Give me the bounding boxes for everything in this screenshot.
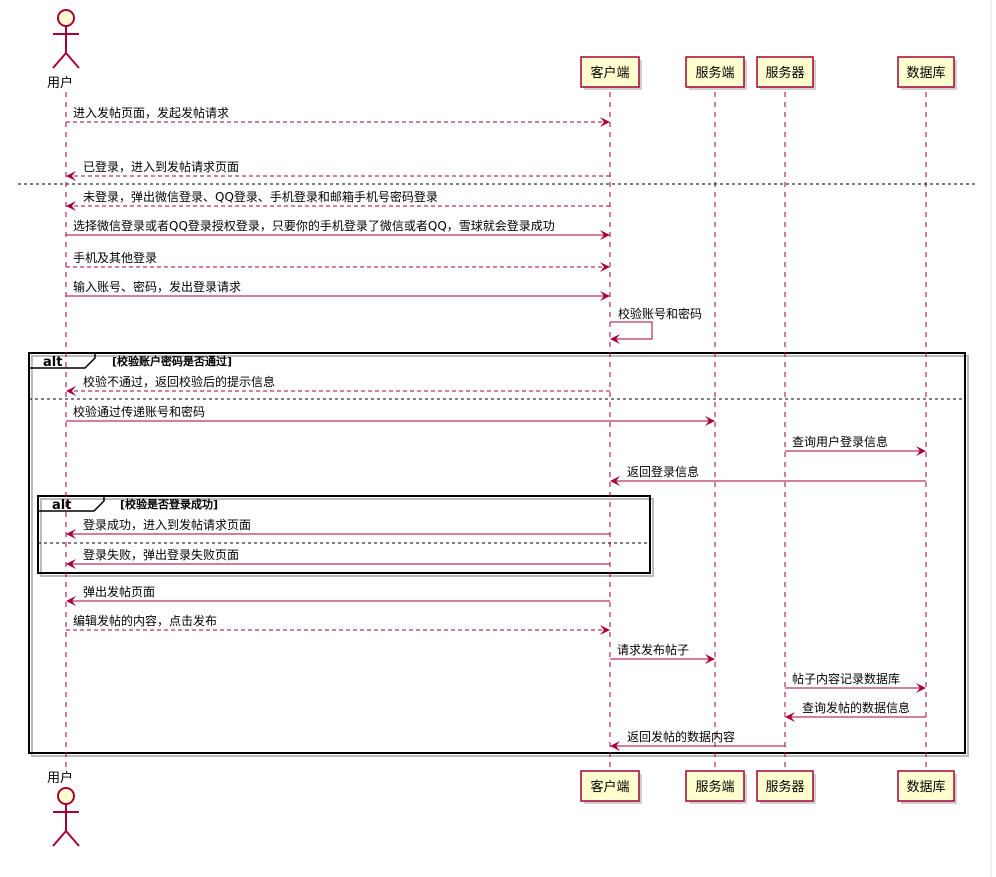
- message-16: 帖子内容记录数据库: [785, 671, 926, 693]
- participant-server-bottom: 服务器: [756, 770, 816, 804]
- alt-frame-0: alt [校验账户密码是否通过]: [28, 352, 969, 757]
- participant-db-top: 数据库: [897, 56, 957, 90]
- actor-label-user: 用户: [47, 770, 73, 786]
- participant-label-client: 客户端: [590, 65, 629, 81]
- message-2: 未登录，弹出微信登录、QQ登录、手机登录和邮箱手机号密码登录: [66, 189, 610, 211]
- participant-label-server: 服务器: [765, 65, 804, 81]
- message-9: 查询用户登录信息: [785, 434, 926, 456]
- participant-label-server: 服务器: [765, 779, 804, 795]
- participant-service-bottom: 服务端: [685, 770, 747, 804]
- message-7: 校验不通过，返回校验后的提示信息: [66, 374, 610, 396]
- message-label: 登录失败，弹出登录失败页面: [83, 547, 239, 562]
- message-label: 选择微信登录或者QQ登录授权登录，只要你的手机登录了微信或者QQ，雪球就会登录成…: [73, 218, 555, 233]
- actor-label-user: 用户: [47, 75, 73, 91]
- participant-server-top: 服务器: [756, 56, 816, 90]
- message-label: 编辑发帖的内容，点击发布: [73, 613, 217, 628]
- participant-label-service: 服务端: [695, 65, 734, 81]
- message-label: 手机及其他登录: [73, 250, 157, 265]
- actor-user-top: 用户: [47, 9, 80, 91]
- message-label: 输入账号、密码，发出登录请求: [73, 279, 241, 294]
- alt-keyword: alt: [52, 498, 71, 513]
- message-8: 校验通过传递账号和密码: [66, 404, 715, 426]
- message-label: 校验账号和密码: [618, 306, 702, 321]
- participant-label-db: 数据库: [906, 779, 945, 795]
- message-label: 返回登录信息: [627, 464, 699, 479]
- participant-label-db: 数据库: [906, 65, 945, 81]
- participant-client-bottom: 客户端: [580, 770, 642, 804]
- message-label: 校验不通过，返回校验后的提示信息: [83, 374, 275, 389]
- message-label: 已登录，进入到发帖请求页面: [83, 159, 239, 174]
- participant-client-top: 客户端: [580, 56, 642, 90]
- message-label: 校验通过传递账号和密码: [73, 404, 205, 419]
- message-15: 请求发布帖子: [610, 642, 715, 664]
- message-1: 已登录，进入到发帖请求页面: [66, 159, 610, 181]
- alt-condition: [校验是否登录成功]: [120, 497, 218, 511]
- participant-db-bottom: 数据库: [897, 770, 957, 804]
- participant-label-service: 服务端: [695, 779, 734, 795]
- message-label: 返回发帖的数据内容: [627, 729, 735, 744]
- message-4: 手机及其他登录: [66, 250, 610, 272]
- message-6: 校验账号和密码: [610, 306, 702, 344]
- message-label: 进入发帖页面，发起发帖请求: [73, 105, 229, 120]
- alt-frame-1: alt [校验是否登录成功]: [37, 495, 654, 577]
- actor-user-bottom: 用户: [47, 770, 80, 847]
- message-label: 弹出发帖页面: [83, 584, 155, 599]
- alt-keyword: alt: [43, 355, 62, 370]
- message-13: 弹出发帖页面: [66, 584, 610, 606]
- message-5: 输入账号、密码，发出登录请求: [66, 279, 610, 301]
- alt-condition: [校验账户密码是否通过]: [112, 354, 232, 368]
- message-10: 返回登录信息: [610, 464, 926, 486]
- message-label: 未登录，弹出微信登录、QQ登录、手机登录和邮箱手机号密码登录: [83, 189, 438, 204]
- message-0: 进入发帖页面，发起发帖请求: [66, 105, 610, 127]
- message-label: 请求发布帖子: [617, 642, 689, 657]
- message-18: 返回发帖的数据内容: [610, 729, 785, 751]
- message-12: 登录失败，弹出登录失败页面: [66, 547, 610, 569]
- message-17: 查询发帖的数据信息: [785, 700, 926, 722]
- message-14: 编辑发帖的内容，点击发布: [66, 613, 610, 635]
- message-label: 登录成功，进入到发帖请求页面: [83, 517, 251, 532]
- message-label: 查询用户登录信息: [792, 434, 888, 449]
- participant-service-top: 服务端: [685, 56, 747, 90]
- message-label: 查询发帖的数据信息: [802, 700, 910, 715]
- message-label: 帖子内容记录数据库: [792, 671, 900, 686]
- message-11: 登录成功，进入到发帖请求页面: [66, 517, 610, 539]
- message-3: 选择微信登录或者QQ登录授权登录，只要你的手机登录了微信或者QQ，雪球就会登录成…: [66, 218, 610, 240]
- participant-label-client: 客户端: [590, 779, 629, 795]
